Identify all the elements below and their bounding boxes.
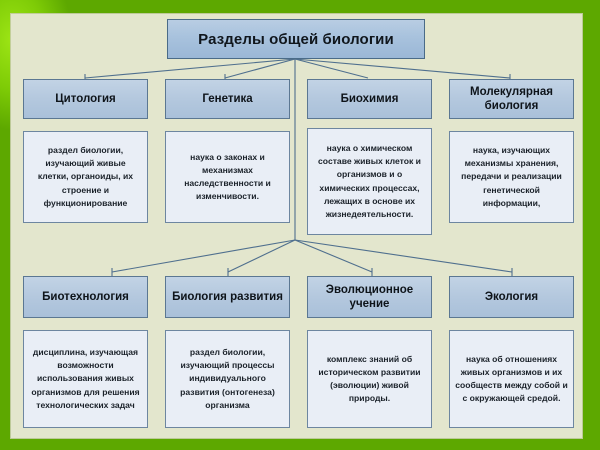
node-description-ecology: наука об отношениях живых организмов и и…: [449, 330, 574, 428]
node-heading-biotechnology[interactable]: Биотехнология: [23, 276, 148, 318]
node-description-molecular-biology: наука, изучающих механизмы хранения, пер…: [449, 131, 574, 223]
node-description-evolutionary-theory: комплекс знаний об историческом развитии…: [307, 330, 432, 428]
node-description-biotechnology: дисциплина, изучающая возможности исполь…: [23, 330, 148, 428]
node-heading-genetics[interactable]: Генетика: [165, 79, 290, 119]
description-text: раздел биологии, изучающий живые клетки,…: [37, 145, 134, 208]
node-description-developmental-biology: раздел биологии, изучающий процессы инди…: [165, 330, 290, 428]
description-text: наука о химическом составе живых клеток …: [318, 143, 421, 219]
description-text: наука, изучающих механизмы хранения, пер…: [461, 145, 562, 208]
description-text: наука об отношениях живых организмов и и…: [455, 353, 568, 404]
node-heading-developmental-biology[interactable]: Биология развития: [165, 276, 290, 318]
node-heading-ecology[interactable]: Экология: [449, 276, 574, 318]
description-text: дисциплина, изучающая возможности исполь…: [31, 347, 140, 410]
node-heading-evolutionary-theory[interactable]: Эволюционное учение: [307, 276, 432, 318]
node-description-biochemistry: наука о химическом составе живых клеток …: [307, 128, 432, 235]
description-text: наука о законах и механизмах наследствен…: [184, 151, 271, 202]
description-text: раздел биологии, изучающий процессы инди…: [180, 347, 275, 410]
node-description-cytology: раздел биологии, изучающий живые клетки,…: [23, 131, 148, 223]
node-heading-biochemistry[interactable]: Биохимия: [307, 79, 432, 119]
node-heading-cytology[interactable]: Цитология: [23, 79, 148, 119]
description-text: комплекс знаний об историческом развитии…: [318, 353, 421, 404]
node-heading-molecular-biology[interactable]: Молекулярная биология: [449, 79, 574, 119]
node-description-genetics: наука о законах и механизмах наследствен…: [165, 131, 290, 223]
diagram-title: Разделы общей биологии: [167, 19, 425, 59]
